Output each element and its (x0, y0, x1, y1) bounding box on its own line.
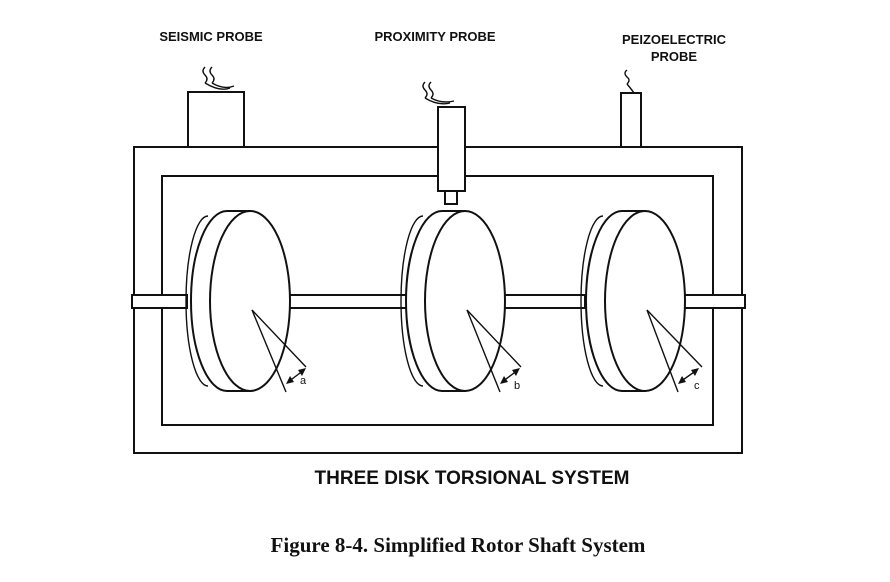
proximity-probe-tip (444, 190, 458, 205)
disk-1-reference-line (251, 309, 287, 393)
angle-a-label: a (300, 375, 307, 387)
piezoelectric-probe-label-line2: PROBE (651, 49, 698, 64)
seismic-probe-lead-wire (202, 66, 208, 84)
angle-b-arrow (500, 368, 520, 384)
disk-2-reference-line (466, 309, 501, 393)
angle-c-arrow (678, 368, 699, 384)
figure-caption: Figure 8-4. Simplified Rotor Shaft Syste… (271, 533, 646, 557)
piezoelectric-probe-label-line1: PEIZOELECTRIC (622, 32, 727, 47)
disk-2-face (424, 210, 506, 392)
seismic-probe-label: SEISMIC PROBE (159, 29, 263, 44)
seismic-probe-body (187, 91, 245, 148)
shaft-left-stub (131, 294, 188, 309)
proximity-probe-body (437, 106, 466, 192)
disk-2: b (400, 210, 522, 393)
angle-a-arrow (286, 368, 306, 384)
disk-3-reference-line (646, 309, 679, 393)
proximity-probe-label: PROXIMITY PROBE (374, 29, 495, 44)
angle-c-label: c (694, 380, 700, 392)
angle-b-label: b (514, 380, 520, 392)
disk-1-face (209, 210, 291, 392)
piezoelectric-probe-lead-wire (624, 69, 630, 85)
disk-3: c (580, 210, 703, 393)
piezoelectric-probe (620, 69, 642, 148)
proximity-probe-lead-wire (422, 81, 428, 99)
seismic-probe (187, 66, 245, 148)
piezoelectric-probe-body (620, 92, 642, 148)
disk-1: a (185, 210, 307, 393)
proximity-probe (422, 81, 466, 205)
system-title: THREE DISK TORSIONAL SYSTEM (315, 468, 630, 489)
disk-3-face (604, 210, 686, 392)
